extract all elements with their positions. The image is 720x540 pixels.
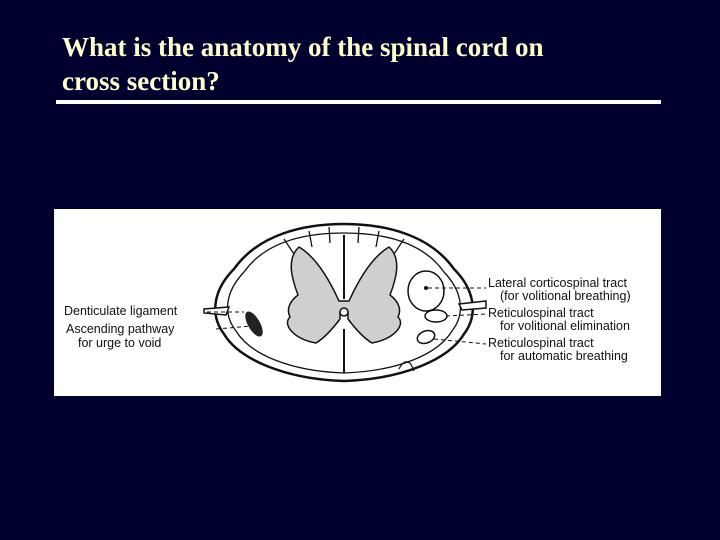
leader-ascending	[215, 325, 253, 330]
label-reticulospinal-1: Reticulospinal tract	[488, 306, 594, 320]
leader-reticulospinal-1	[445, 313, 487, 317]
label-denticulate-ligament: Denticulate ligament	[64, 304, 178, 318]
corticospinal-dot	[424, 286, 428, 290]
title-line-2: cross section?	[62, 66, 220, 96]
spinal-cord-diagram: Denticulate ligament Ascending pathway f…	[54, 209, 661, 396]
denticulate-ligament-right	[457, 300, 487, 311]
label-lateral-corticospinal: Lateral corticospinal tract	[488, 276, 627, 290]
leader-reticulospinal-2	[433, 338, 487, 345]
ventral-root	[398, 361, 415, 372]
lateral-corticospinal-tract	[407, 270, 445, 312]
dorsal-segments	[283, 226, 405, 255]
reticulospinal-breathing	[416, 329, 436, 345]
ascending-pathway-tract	[245, 311, 263, 337]
label-automatic-breathing: for automatic breathing	[500, 349, 628, 363]
pia-outline	[226, 232, 462, 374]
reticulospinal-elimination	[424, 309, 448, 323]
cord-outline	[214, 222, 474, 383]
spinal-cord-svg: Denticulate ligament Ascending pathway f…	[64, 222, 631, 383]
slide-title: What is the anatomy of the spinal cord o…	[62, 30, 662, 98]
title-underline	[56, 100, 661, 104]
label-reticulospinal-2: Reticulospinal tract	[488, 336, 594, 350]
label-volitional-breathing: (for volitional breathing)	[500, 289, 631, 303]
title-line-1: What is the anatomy of the spinal cord o…	[62, 32, 544, 62]
label-ascending-pathway: Ascending pathway	[66, 322, 175, 336]
denticulate-ligament-left	[203, 306, 231, 316]
central-canal	[339, 307, 349, 317]
label-urge-to-void: for urge to void	[78, 336, 161, 350]
label-volitional-elimination: for volitional elimination	[500, 319, 630, 333]
